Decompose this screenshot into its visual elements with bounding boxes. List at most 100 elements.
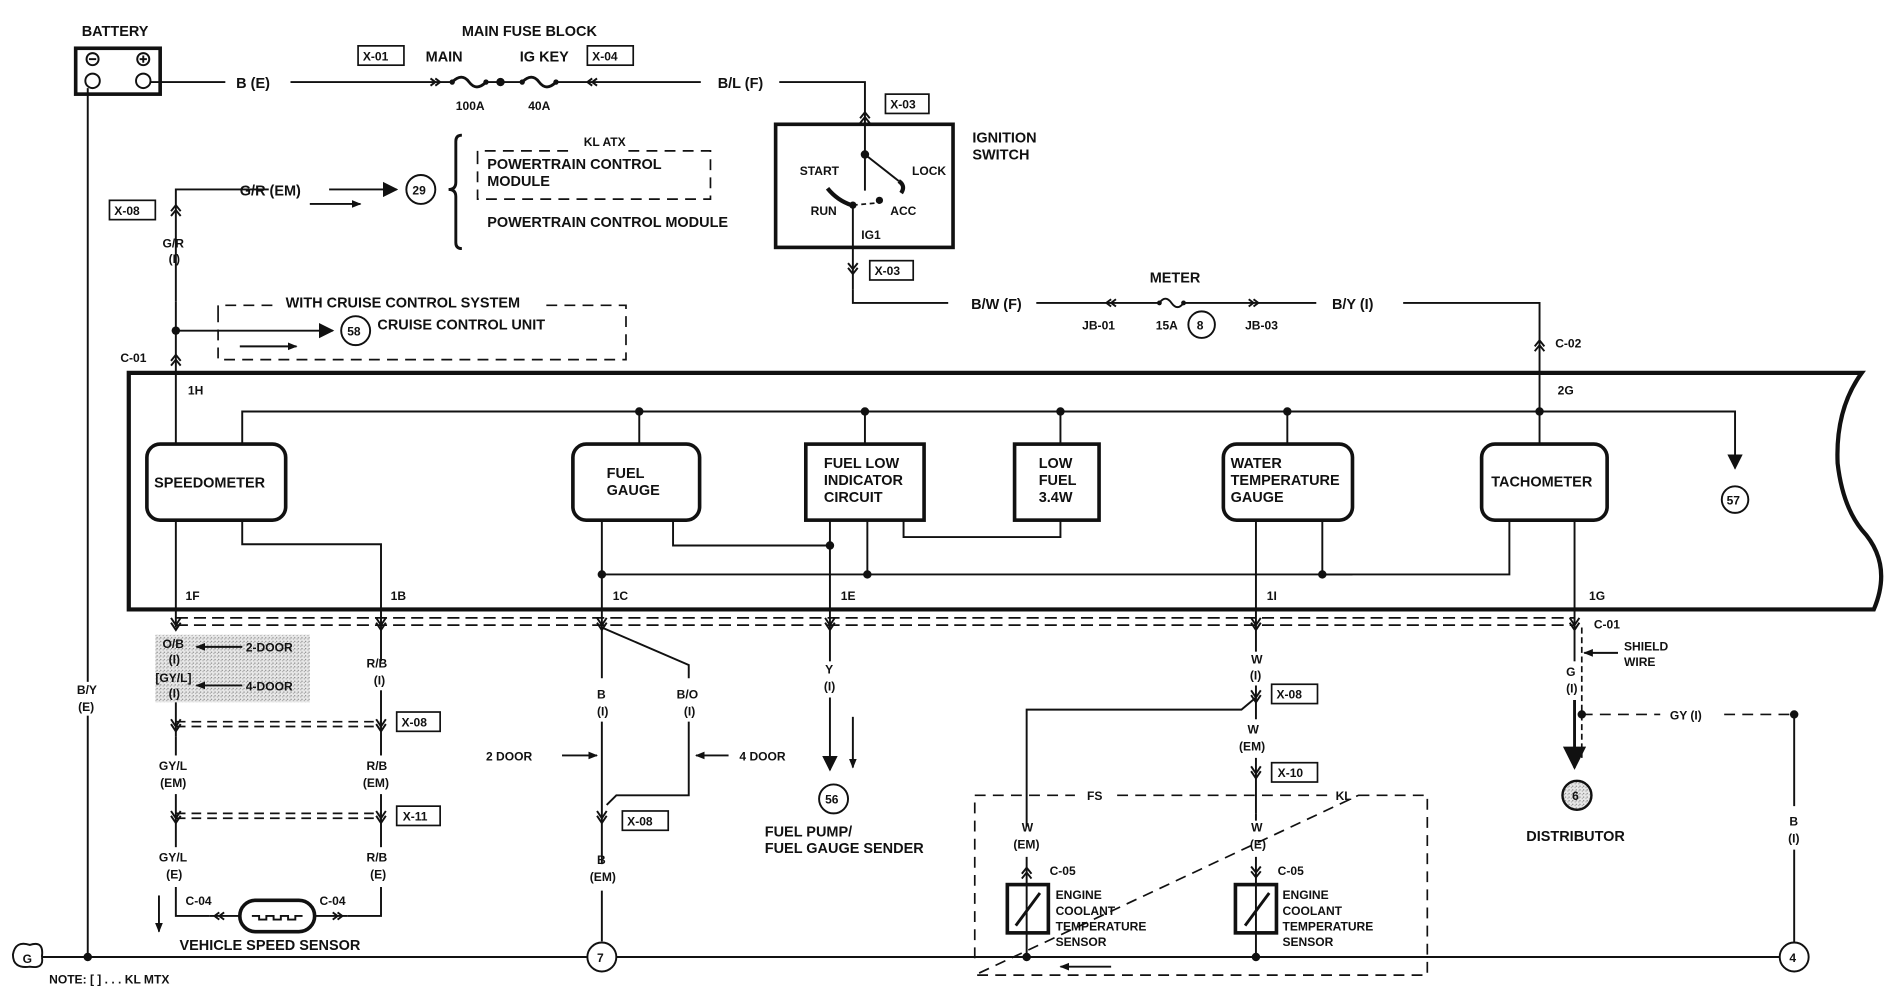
ect-kl-label-4: SENSOR [1282, 935, 1333, 949]
connector-x01-label: X-01 [363, 49, 389, 63]
pin-2g: 2G [1558, 384, 1574, 398]
ref-circle-29-label: 29 [412, 183, 426, 197]
wire-label-y-i: (I) [824, 679, 835, 693]
ref-circle-29 [405, 174, 437, 205]
fuse-igkey-name: IG KEY [520, 50, 569, 66]
instrument-cluster: 1H 2G 57 SPEEDOMETER FUEL GAUGE FUEL LOW… [126, 370, 1884, 628]
wire-label-by-e: (E) [78, 700, 94, 714]
ignition-label-1: IGNITION [972, 130, 1036, 146]
wire-label-rb-e-1: R/B [367, 851, 388, 865]
ref-circle-7 [586, 941, 618, 973]
wire-label-w-i-1: W [1251, 653, 1263, 667]
connector-x08-speed [395, 711, 441, 733]
ref-circle-57-label: 57 [1727, 493, 1741, 507]
low-fuel-label-3: 3.4W [1039, 490, 1073, 506]
wire-label-b-2: B [1789, 814, 1798, 828]
pcm-kl-atx-label: KL ATX [584, 135, 626, 149]
connector-x04-symbol [586, 77, 598, 87]
connector-x10-symbol [1250, 765, 1262, 781]
wire-label-w-i-2: (I) [1250, 668, 1261, 682]
meter-fuse-icon [1158, 297, 1185, 309]
water-temperature-gauge [1221, 442, 1355, 522]
wire-label-rb-e-2: (E) [370, 868, 386, 882]
wire-label-w-em-2: (EM) [1239, 740, 1265, 754]
fuel-low-label-2: INDICATOR [824, 473, 904, 489]
pin-1i: 1I [1267, 589, 1277, 603]
water-temp-label-3: GAUGE [1231, 490, 1284, 506]
ignition-label-2: SWITCH [972, 147, 1029, 163]
connector-c05-left-label: C-05 [1050, 864, 1076, 878]
ref-circle-57 [1720, 485, 1750, 514]
shield-wire-label-2: WIRE [1624, 655, 1655, 669]
connector-c01-bottom-label: C-01 [1594, 618, 1620, 632]
fs-label: FS [1087, 789, 1102, 803]
ref-circle-7-label: 7 [597, 951, 604, 965]
ref-circle-4 [1778, 941, 1810, 973]
low-fuel-label-1: LOW [1039, 456, 1073, 472]
kl-label: KL [1336, 789, 1352, 803]
cruise-title: WITH CRUISE CONTROL SYSTEM [286, 296, 520, 312]
connector-x08-water-label: X-08 [1276, 688, 1302, 702]
cruise-control-group: WITH CRUISE CONTROL SYSTEM 58 CRUISE CON… [171, 296, 627, 361]
connector-x10-label: X-10 [1278, 766, 1304, 780]
ignition-switch: IGNITION SWITCH START LOCK RUN ACC IG1 [773, 122, 1037, 290]
ref-circle-4-label: 4 [1789, 951, 1796, 965]
ignition-start-arc [825, 186, 853, 208]
speedometer-label: SPEEDOMETER [154, 476, 265, 492]
pin-1b: 1B [391, 589, 407, 603]
connector-x01-symbol [429, 77, 441, 87]
wire-label-b-1: B [597, 688, 606, 702]
fuel-pump-label-1: FUEL PUMP/ [765, 824, 852, 840]
wire-label-bw-f: B/W (F) [971, 297, 1022, 313]
fuel-gauge-label-1: FUEL [607, 466, 645, 482]
connector-x11-label: X-11 [403, 810, 428, 824]
wire-label-ob-i: (I) [169, 653, 180, 667]
connector-c01-bottom-symbols [170, 617, 1581, 632]
connector-c01-top-symbol [170, 353, 182, 367]
tachometer [1479, 442, 1609, 522]
wire-label-gy-i: GY (I) [1670, 708, 1702, 722]
connector-x04-label: X-04 [592, 49, 618, 63]
battery: BATTERY [73, 24, 162, 96]
fuse-main-icon [451, 75, 488, 89]
connector-x04 [586, 45, 635, 67]
wire-label-y: Y [825, 662, 833, 676]
brace [448, 133, 462, 251]
water-temp-label-1: WATER [1231, 456, 1283, 472]
pcm-line2: MODULE [487, 174, 550, 190]
wire-label-rb-em-2: (EM) [363, 776, 389, 790]
connector-x08-pcm-label: X-08 [114, 204, 140, 218]
distributor-label: DISTRIBUTOR [1526, 829, 1625, 845]
wire-label-by: B/Y [77, 683, 97, 697]
meter-fuse-rating: 15A [1156, 318, 1178, 332]
wire-label-gr-i: (I) [169, 252, 180, 266]
fuel-gauge [571, 442, 702, 522]
connector-c01-top-label: C-01 [120, 351, 146, 365]
battery-neg-terminal [84, 72, 101, 90]
wire-label-w-em2-2: (EM) [1013, 837, 1039, 851]
pin-1c: 1C [613, 589, 629, 603]
tachometer-label: TACHOMETER [1491, 474, 1593, 490]
connector-x08-fuel-label: X-08 [627, 814, 653, 828]
pin-1h: 1H [188, 384, 203, 398]
cruise-unit-label: CRUISE CONTROL UNIT [377, 317, 545, 333]
connector-c05-right-label: C-05 [1278, 864, 1304, 878]
ref-circle-8 [1187, 310, 1216, 339]
vss-label: VEHICLE SPEED SENSOR [179, 938, 360, 954]
wire-label-bo: B/O [677, 688, 698, 702]
wire-label-b-1-i: (I) [597, 705, 608, 719]
ignition-ig1-label: IG1 [861, 228, 881, 242]
connector-x03-bottom-symbol [847, 262, 859, 276]
speedometer [145, 442, 288, 522]
fuse-igkey-rating: 40A [528, 99, 550, 113]
connector-x10 [1270, 761, 1319, 783]
wire-label-bl-f: B/L (F) [718, 76, 764, 92]
ref-circle-8-label: 8 [1197, 318, 1204, 332]
fuse-block-title: MAIN FUSE BLOCK [462, 24, 598, 40]
wire-label-w-e-2: (E) [1250, 837, 1266, 851]
fuel-gauge-label-2: GAUGE [607, 483, 660, 499]
wire-label-g-i: (I) [1566, 682, 1577, 696]
pcm-line1: POWERTRAIN CONTROL [487, 157, 662, 173]
ect-kl-label-1: ENGINE [1282, 888, 1328, 902]
fs-kl-dashed-box [973, 794, 1429, 976]
